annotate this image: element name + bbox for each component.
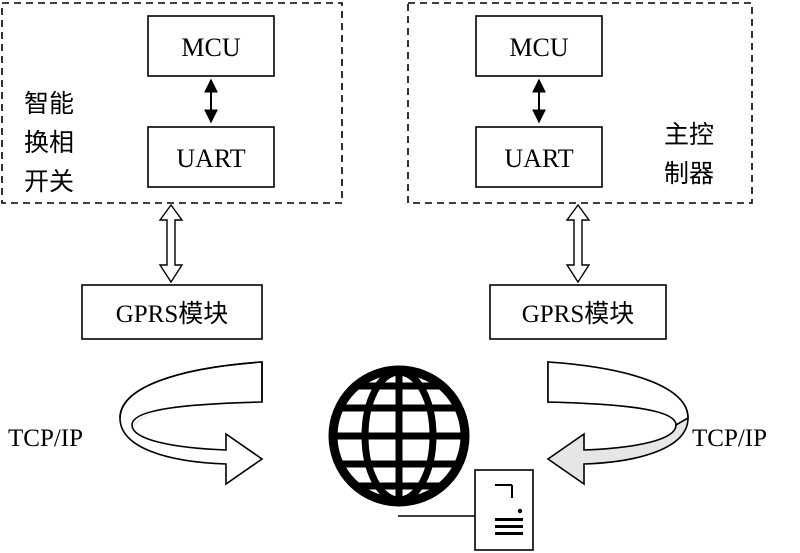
right-dashed-group-box [407, 2, 753, 204]
right-gprs-label: GPRS模块 [522, 300, 635, 328]
right-protocol-label: TCP/IP [692, 425, 767, 452]
left-group-label-line-3: 开关 [24, 167, 74, 196]
right-mcu-box [475, 15, 603, 77]
left-unit: MCU UART 智能 换相 开关 GPRS模块 TCP/IP [1, 2, 343, 486]
left-uart-box [147, 126, 275, 188]
left-uart-label: UART [176, 144, 245, 173]
server-icon [398, 469, 534, 551]
right-hollow-double-arrow [565, 203, 591, 284]
right-uart-label: UART [504, 144, 573, 173]
right-unit: MCU UART 主控 制器 GPRS模块 TCP/IP [407, 2, 767, 486]
left-hollow-double-arrow [158, 203, 184, 284]
left-group-label-line-2: 换相 [24, 128, 74, 157]
left-curved-arrow [119, 361, 264, 486]
globe-icon [328, 365, 470, 507]
left-protocol-label: TCP/IP [8, 425, 83, 452]
left-group-label-line-1: 智能 [24, 89, 74, 118]
right-curved-arrow [546, 361, 689, 486]
right-group-label-line-1: 主控 [664, 120, 714, 149]
left-gprs-label: GPRS模块 [116, 300, 229, 328]
right-group-label-line-2: 制器 [664, 159, 714, 188]
right-uart-box [475, 126, 603, 188]
left-gprs-box [81, 284, 263, 340]
left-mcu-label: MCU [181, 33, 240, 62]
right-gprs-box [489, 284, 667, 340]
right-mcu-label: MCU [509, 33, 568, 62]
left-mcu-box [147, 15, 275, 77]
left-dashed-group-box [1, 2, 343, 204]
